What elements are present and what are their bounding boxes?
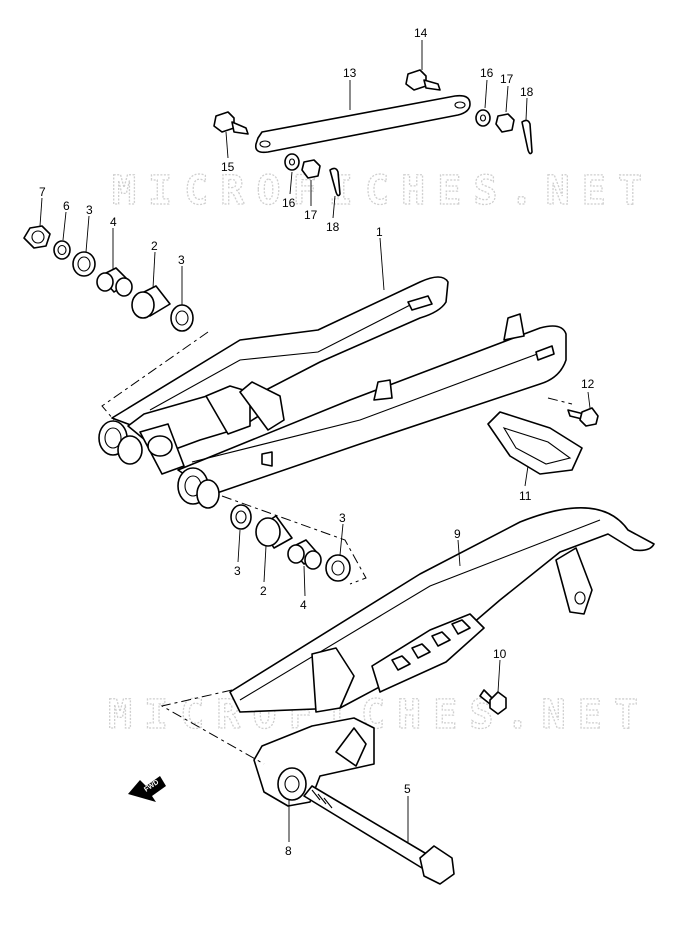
callout-9: 9 xyxy=(454,527,461,541)
bolt-14 xyxy=(405,69,441,91)
callout-5: 5 xyxy=(404,782,411,796)
seal-3-lower-left xyxy=(230,504,252,530)
swingarm xyxy=(98,276,567,509)
assembly-line-upper xyxy=(101,331,209,421)
callout-8: 8 xyxy=(285,844,292,858)
callout-2-lower: 2 xyxy=(260,584,267,598)
washer-16-lower xyxy=(284,153,300,171)
callout-leaders xyxy=(39,40,591,842)
callout-6: 6 xyxy=(63,199,70,213)
bushing-4-upper xyxy=(96,267,133,297)
callout-17-lower: 17 xyxy=(304,208,318,222)
assembly-line-flap xyxy=(547,397,573,405)
pin-18-lower xyxy=(329,167,341,197)
seal-3-upper-right xyxy=(170,304,194,332)
callout-18-upper: 18 xyxy=(520,85,534,99)
bolt-15 xyxy=(213,111,249,135)
watermark-top: MICROFICHES.NET xyxy=(112,168,642,214)
nut-7 xyxy=(23,225,51,249)
callout-3-upper-left: 3 xyxy=(86,203,93,217)
callout-13: 13 xyxy=(343,66,357,80)
callout-labels: 14 13 16 17 18 15 16 17 18 7 6 3 4 2 3 1… xyxy=(39,26,595,858)
callout-16-lower: 16 xyxy=(282,196,296,210)
callout-12: 12 xyxy=(581,377,595,391)
seal-3-lower-right xyxy=(325,554,351,582)
nut-17-upper xyxy=(495,113,515,133)
fwd-arrow: FWD xyxy=(128,776,166,802)
callout-2-upper: 2 xyxy=(151,239,158,253)
callout-4-lower: 4 xyxy=(300,598,307,612)
bearing-2-upper xyxy=(131,285,171,319)
callout-3-upper-right: 3 xyxy=(178,253,185,267)
washer-6 xyxy=(53,240,71,260)
callout-16-upper: 16 xyxy=(480,66,494,80)
assembly-line-lower xyxy=(221,495,367,585)
callout-18-lower: 18 xyxy=(326,220,340,234)
bearing-2-lower xyxy=(255,515,293,549)
nut-17-lower xyxy=(301,159,321,179)
chain-adjuster-8 xyxy=(253,717,375,807)
callout-3-lower-left: 3 xyxy=(234,564,241,578)
callout-7: 7 xyxy=(39,185,46,199)
callout-17-upper: 17 xyxy=(500,72,514,86)
callout-10: 10 xyxy=(493,647,507,661)
torque-rod xyxy=(254,94,471,154)
callout-14-upper: 14 xyxy=(414,26,428,40)
washer-16-upper xyxy=(475,109,491,127)
bolt-12 xyxy=(567,407,599,427)
callout-15: 15 xyxy=(221,160,235,174)
bushing-4-lower xyxy=(287,539,322,570)
chain-guard xyxy=(229,507,655,713)
callout-4-upper: 4 xyxy=(110,215,117,229)
mud-flap-11 xyxy=(487,411,583,475)
axle-5 xyxy=(303,785,455,885)
callout-11: 11 xyxy=(519,489,532,503)
assembly-line-guard xyxy=(160,689,265,765)
callout-3-lower-right: 3 xyxy=(339,511,346,525)
callout-1: 1 xyxy=(376,225,383,239)
pin-18-upper xyxy=(521,119,533,155)
seal-3-upper-left xyxy=(72,251,96,277)
